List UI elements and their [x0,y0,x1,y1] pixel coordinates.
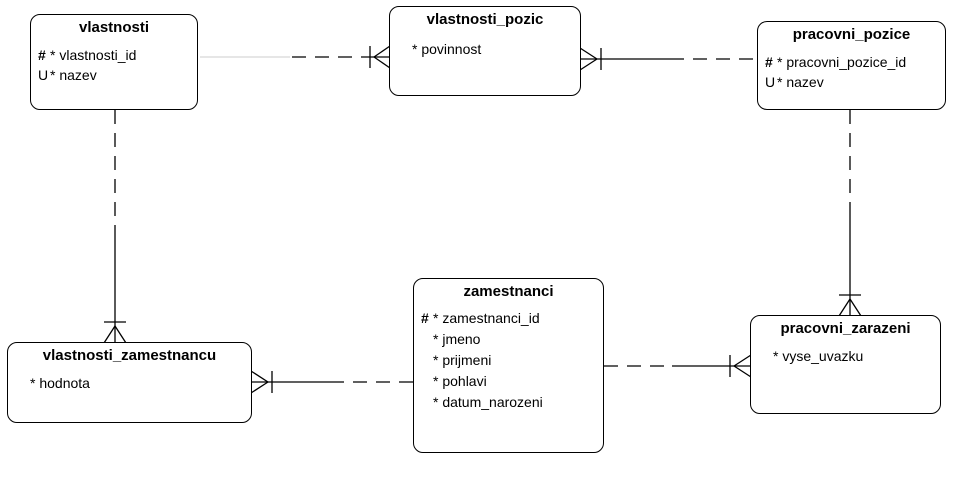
entity-zamestnanci[interactable]: zamestnanci #* zamestnanci_id * jmeno * pr… [413,278,604,453]
attribute-list: * povinnost [390,39,580,59]
entity-title: zamestnanci [463,283,554,300]
primary-key-mark: # [38,47,46,63]
entity-pracovni-zarazeni[interactable]: pracovni_zarazeni * vyse_uvazku [750,315,941,414]
entity-title: vlastnosti_pozic [426,11,544,28]
attribute-row: #* pracovni_pozice_id [765,52,945,72]
primary-key-mark: # [765,54,773,70]
entity-vlastnosti-pozic[interactable]: vlastnosti_pozic * povinnost [389,6,581,96]
attribute-row: * prijmeni [421,350,603,371]
primary-key-mark: # [421,310,429,326]
key-mark [421,350,433,371]
attribute-row: U* nazev [38,65,197,85]
attribute-row: #* zamestnanci_id [421,308,603,329]
attribute-name: * zamestnanci_id [433,310,540,326]
rel-vlastnosti-vlastnosti-zamestnancu [103,110,127,344]
rel-vlastnosti-zamestnancu-zamestnanci [250,370,414,394]
entity-title: pracovni_zarazeni [780,320,911,337]
attribute-name: * pohlavi [433,373,487,389]
key-mark [421,371,433,392]
attribute-name: * vlastnosti_id [50,47,137,63]
attribute-list: * vyse_uvazku [751,346,940,366]
rel-zamestnanci-pracovni-zarazeni [604,354,752,378]
attribute-list: #* zamestnanci_id * jmeno * prijmeni * pohl… [414,308,603,413]
attribute-row: * jmeno [421,329,603,350]
attribute-name: * nazev [777,74,824,90]
attribute-name: * jmeno [433,331,481,347]
unique-key-mark: U [38,67,49,83]
attribute-row: U* nazev [765,72,945,92]
attribute-name: * povinnost [412,41,482,57]
rel-vlastnosti-vlastnosti-pozic [200,45,391,69]
attribute-name: * nazev [50,67,97,83]
rel-vlastnosti-pozic-pracovni-pozice [579,47,758,71]
attribute-name: * prijmeni [433,352,492,368]
attribute-name: * hodnota [30,375,90,391]
key-mark [421,392,433,413]
entity-title: pracovni_pozice [792,26,911,43]
attribute-row: * povinnost [412,39,580,59]
entity-title: vlastnosti_zamestnancu [42,347,217,364]
attribute-name: * vyse_uvazku [773,348,864,364]
attribute-row: #* vlastnosti_id [38,45,197,65]
unique-key-mark: U [765,74,776,90]
attribute-row: * pohlavi [421,371,603,392]
attribute-name: * pracovni_pozice_id [777,54,907,70]
attribute-name: * datum_narozeni [433,394,543,410]
rel-pracovni-pozice-pracovni-zarazeni [838,110,862,317]
entity-vlastnosti-zamestnancu[interactable]: vlastnosti_zamestnancu * hodnota [7,342,252,423]
attribute-row: * hodnota [30,373,251,393]
key-mark [421,329,433,350]
attribute-row: * vyse_uvazku [773,346,940,366]
attribute-row: * datum_narozeni [421,392,603,413]
attribute-list: * hodnota [8,373,251,393]
entity-title: vlastnosti [78,19,150,36]
